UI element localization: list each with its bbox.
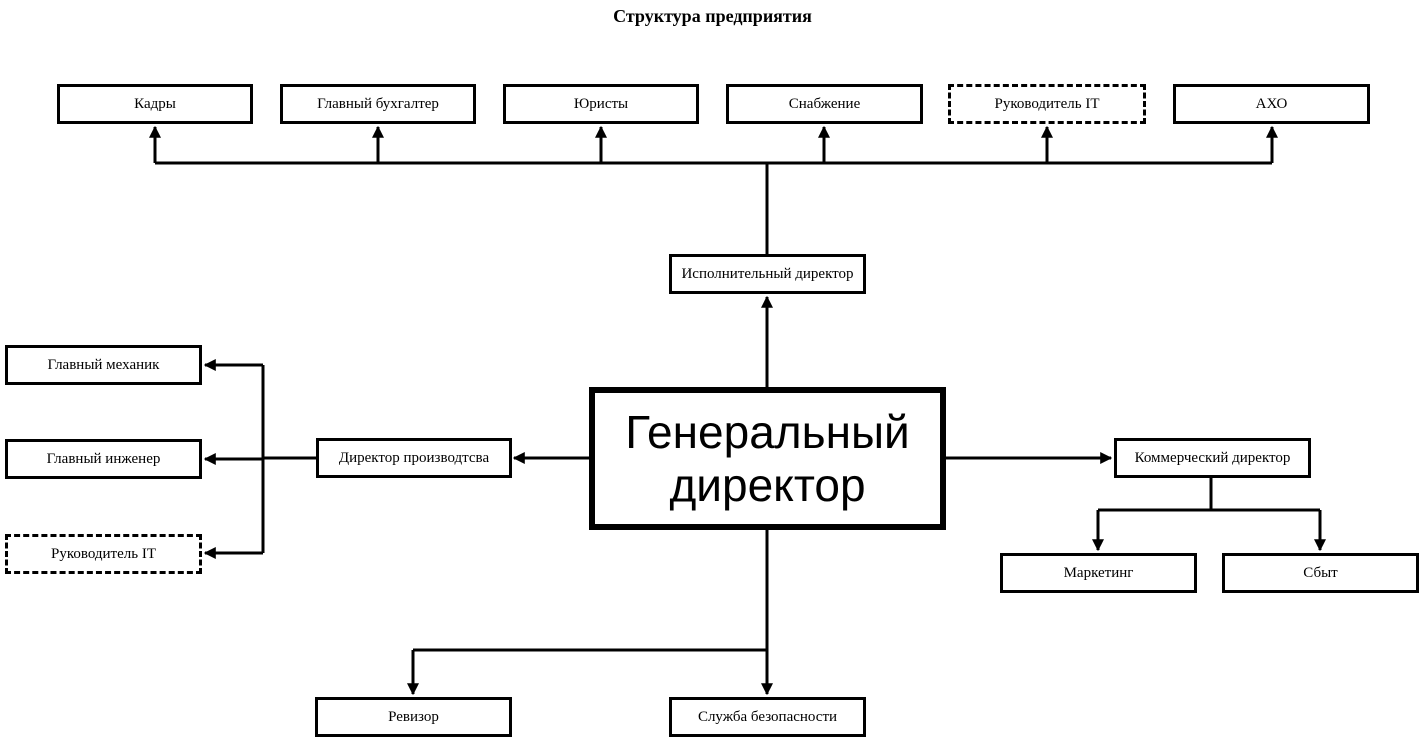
node-label: Кадры — [134, 95, 176, 112]
node-label: Маркетинг — [1063, 564, 1134, 581]
node-aho: АХО — [1173, 84, 1370, 124]
node-it-head-top: Руководитель IT — [948, 84, 1146, 124]
node-commercial-director: Коммерческий директор — [1114, 438, 1311, 478]
node-marketing: Маркетинг — [1000, 553, 1197, 593]
node-auditor: Ревизор — [315, 697, 512, 737]
node-supply: Снабжение — [726, 84, 923, 124]
node-general-director: Генеральный директор — [589, 387, 946, 530]
node-label: Главный механик — [47, 356, 160, 373]
node-chief-accountant: Главный бухгалтер — [280, 84, 476, 124]
node-label: АХО — [1255, 95, 1288, 112]
node-it-head-left: Руководитель IT — [5, 534, 202, 574]
node-executive-director: Исполнительный директор — [669, 254, 866, 294]
node-label: Главный инженер — [46, 450, 161, 467]
page-title: Структура предприятия — [613, 6, 812, 26]
node-label: Юристы — [573, 95, 629, 112]
node-label: Снабжение — [788, 95, 861, 112]
node-label: Руководитель IT — [994, 95, 1100, 112]
node-label: Ревизор — [388, 708, 439, 725]
node-chief-mechanic: Главный механик — [5, 345, 202, 385]
node-label: Сбыт — [1303, 564, 1338, 581]
node-security-service: Служба безопасности — [669, 697, 866, 737]
node-production-director: Директор производтсва — [316, 438, 512, 478]
node-label: Главный бухгалтер — [317, 95, 439, 112]
node-label: Руководитель IT — [50, 545, 157, 562]
node-label: Генеральный директор — [625, 405, 910, 511]
node-label: Исполнительный директор — [681, 265, 854, 282]
node-hr: Кадры — [57, 84, 253, 124]
node-label: Служба безопасности — [697, 708, 838, 725]
node-lawyers: Юристы — [503, 84, 699, 124]
node-chief-engineer: Главный инженер — [5, 439, 202, 479]
node-sales: Сбыт — [1222, 553, 1419, 593]
node-label: Коммерческий директор — [1134, 449, 1291, 466]
node-label: Директор производтсва — [338, 449, 490, 466]
